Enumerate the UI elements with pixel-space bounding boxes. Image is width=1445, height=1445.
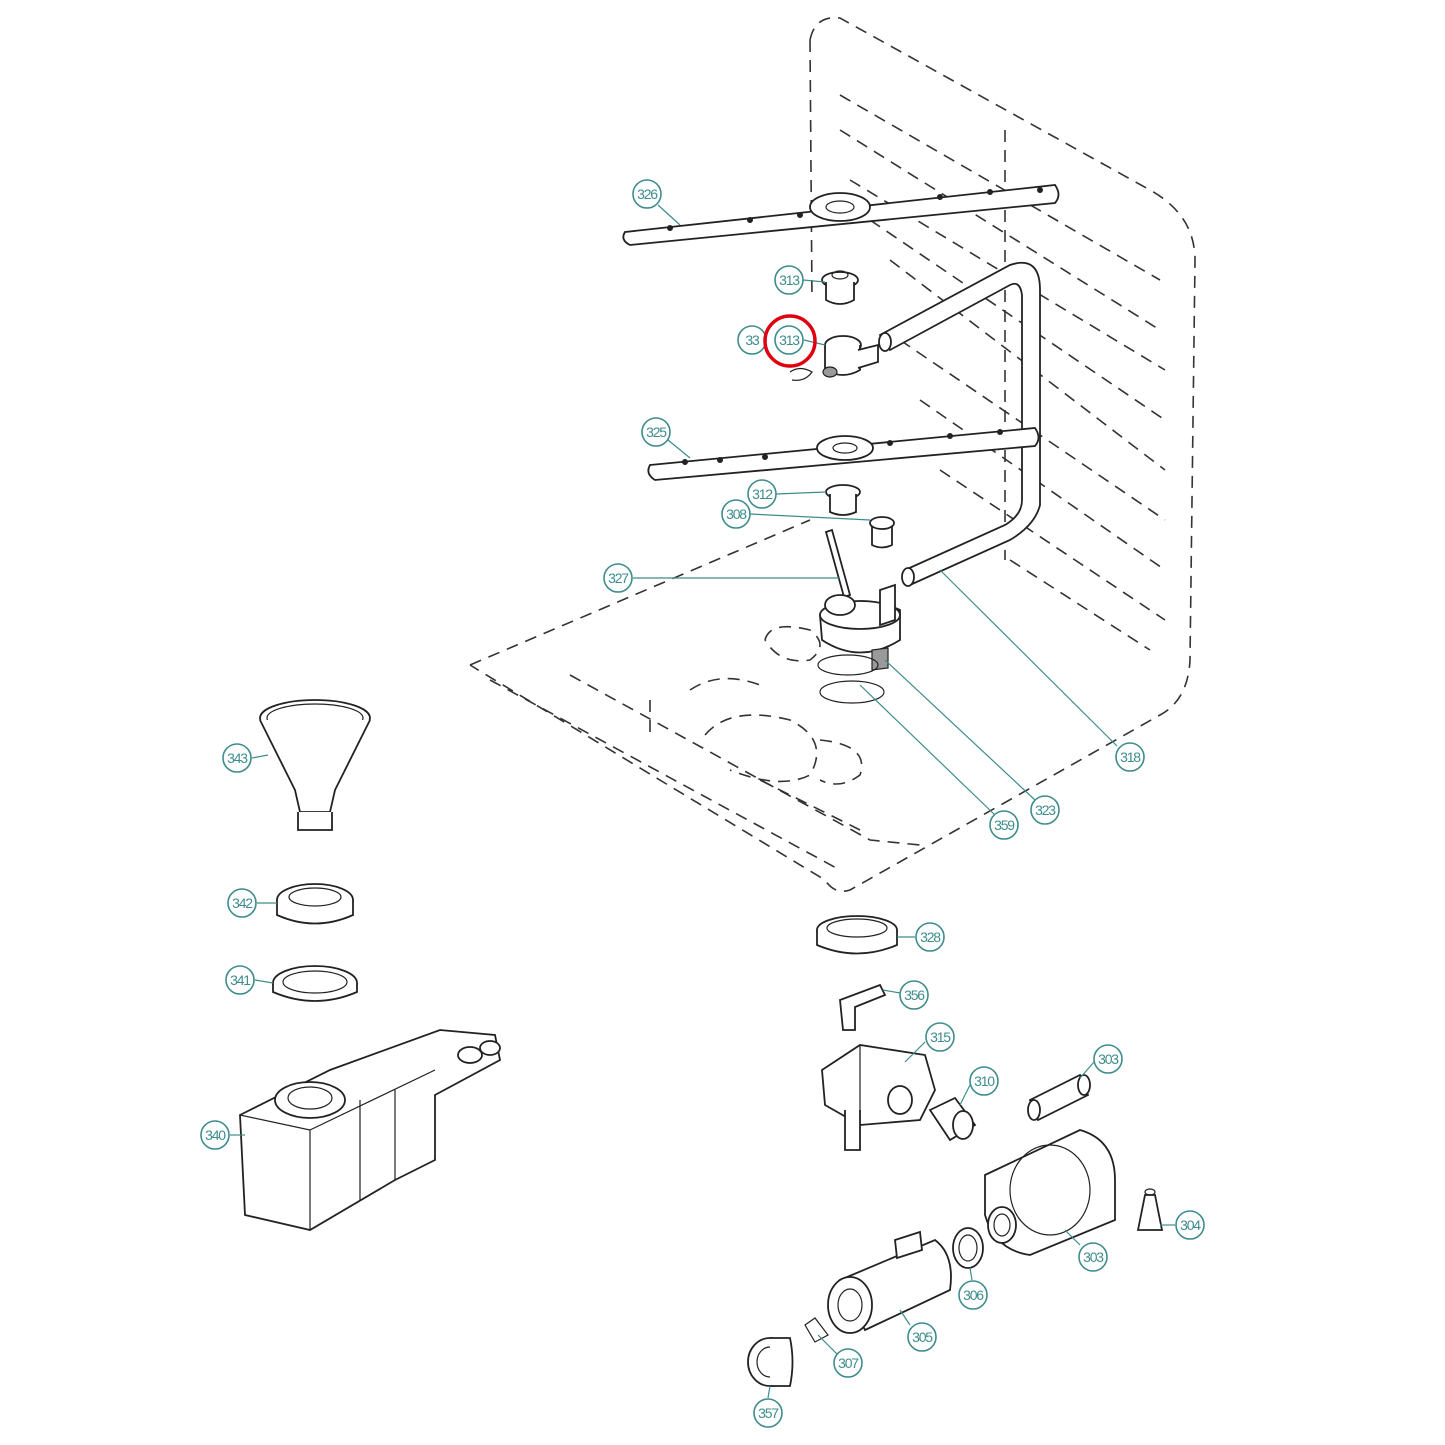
- water-softener-housing: [239, 1029, 502, 1231]
- pump-seal: [952, 1227, 984, 1269]
- callout-303-motor: 303: [1078, 1242, 1108, 1272]
- callout-308: 308: [721, 499, 751, 529]
- svg-text:325: 325: [646, 424, 667, 440]
- svg-text:327: 327: [608, 570, 629, 586]
- svg-text:356: 356: [904, 987, 925, 1003]
- svg-text:313: 313: [779, 332, 800, 348]
- svg-text:318: 318: [1120, 749, 1141, 765]
- callout-327: 327: [603, 563, 633, 593]
- svg-text:359: 359: [994, 817, 1015, 833]
- callout-357: 357: [753, 1398, 783, 1428]
- callout-313-lower: 313: [774, 325, 804, 355]
- svg-text:306: 306: [963, 1287, 984, 1303]
- upper-spray-arm: [622, 184, 1060, 246]
- callout-307: 307: [833, 1348, 863, 1378]
- lower-spray-arm: [647, 427, 1040, 481]
- nozzle: [1136, 1188, 1164, 1231]
- upper-arm-bearing: [821, 270, 859, 305]
- callout-340: 340: [200, 1120, 230, 1150]
- svg-text:313: 313: [779, 272, 800, 288]
- supply-pipe: [878, 261, 1041, 587]
- sump-assembly: [817, 528, 901, 704]
- svg-text:326: 326: [637, 186, 658, 202]
- svg-text:307: 307: [838, 1355, 859, 1371]
- svg-text:312: 312: [752, 486, 773, 502]
- callout-306: 306: [958, 1280, 988, 1310]
- pump-motor: [984, 1129, 1116, 1256]
- lever: [839, 983, 887, 1031]
- svg-text:343: 343: [227, 750, 248, 766]
- highlight-ring: [763, 314, 817, 368]
- callout-341: 341: [225, 965, 255, 995]
- callout-312: 312: [747, 479, 777, 509]
- callout-304: 304: [1175, 1210, 1205, 1240]
- heater: [827, 1230, 952, 1334]
- callout-305: 305: [907, 1322, 937, 1352]
- callout-326: 326: [632, 179, 662, 209]
- callout-315: 315: [925, 1022, 955, 1052]
- sump-seal-ring: [816, 915, 898, 955]
- svg-text:340: 340: [205, 1127, 226, 1143]
- callout-325: 325: [641, 417, 671, 447]
- svg-text:303: 303: [1083, 1249, 1104, 1265]
- clip: [804, 1317, 829, 1343]
- coupling: [928, 1096, 977, 1142]
- svg-text:310: 310: [974, 1073, 995, 1089]
- leader-lines: [230, 204, 1175, 1399]
- heater-ring: [747, 1337, 794, 1387]
- svg-text:303: 303: [1098, 1051, 1119, 1067]
- callout-313-upper: 313: [774, 265, 804, 295]
- callout-342: 342: [227, 888, 257, 918]
- svg-text:305: 305: [912, 1329, 933, 1345]
- callout-343: 343: [222, 743, 252, 773]
- svg-text:315: 315: [930, 1029, 951, 1045]
- callout-310: 310: [969, 1066, 999, 1096]
- callout-356: 356: [899, 980, 929, 1010]
- salt-ring: [272, 965, 358, 1002]
- svg-text:308: 308: [726, 506, 747, 522]
- capacitor: [1027, 1073, 1091, 1122]
- upper-hub: [789, 335, 879, 381]
- callout-303-capacitor: 303: [1093, 1044, 1123, 1074]
- svg-text:357: 357: [758, 1405, 779, 1421]
- svg-text:304: 304: [1180, 1217, 1201, 1233]
- salt-funnel: [259, 699, 371, 831]
- salt-cap: [276, 883, 354, 925]
- svg-text:342: 342: [232, 895, 253, 911]
- svg-text:328: 328: [920, 929, 941, 945]
- valve-block: [821, 1044, 936, 1151]
- callout-323: 323: [1030, 795, 1060, 825]
- callout-359: 359: [989, 810, 1019, 840]
- svg-text:33: 33: [745, 332, 760, 348]
- svg-text:341: 341: [230, 972, 251, 988]
- svg-text:323: 323: [1035, 802, 1056, 818]
- callout-328: 328: [915, 922, 945, 952]
- lower-arm-bearing: [825, 484, 895, 549]
- callout-33x: 33: [737, 325, 767, 355]
- callout-318: 318: [1115, 742, 1145, 772]
